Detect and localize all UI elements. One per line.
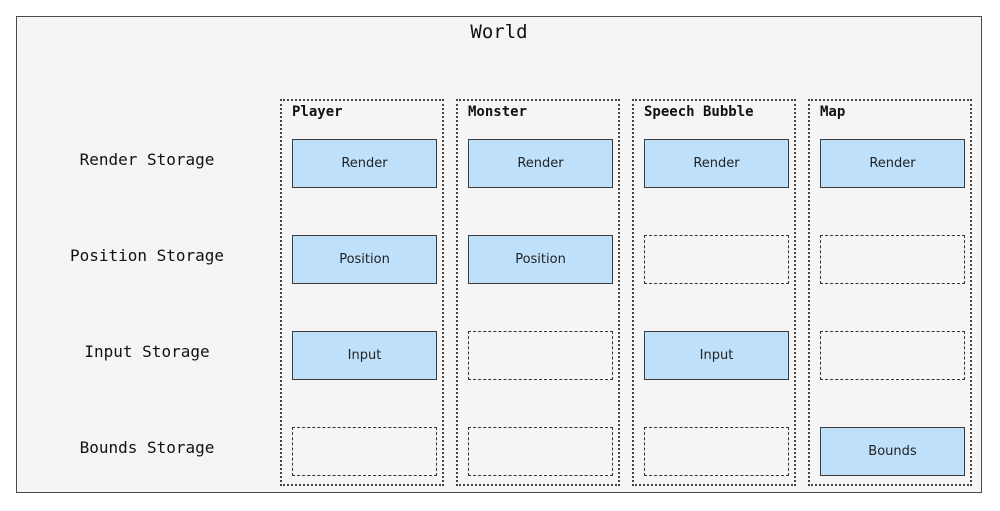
component-slot-bounds-empty [644,427,789,476]
component-slot-bounds-empty [468,427,613,476]
component-slot-input-empty [820,331,965,380]
row-label-position-storage: Position Storage [69,246,225,265]
component-slot-bounds: Bounds [820,427,965,476]
component-slot-position: Position [292,235,437,284]
component-slot-input: Input [292,331,437,380]
component-slot-bounds-empty [292,427,437,476]
entity-name: Speech Bubble [644,104,754,120]
component-slot-input: Input [644,331,789,380]
entity-column-player: Player Render Position Input [280,99,444,486]
entity-column-map: Map Render Bounds [808,99,972,486]
component-slot-position: Position [468,235,613,284]
row-label-bounds-storage: Bounds Storage [79,438,215,457]
component-slot-input-empty [468,331,613,380]
component-slot-position-empty [820,235,965,284]
entity-column-speech-bubble: Speech Bubble Render Input [632,99,796,486]
entity-name: Map [820,104,846,120]
component-slot-render: Render [820,139,965,188]
entity-column-monster: Monster Render Position [456,99,620,486]
component-slot-render: Render [468,139,613,188]
row-label-render-storage: Render Storage [79,150,215,169]
entity-name: Player [292,104,343,120]
world-container: World Render Storage Position Storage In… [16,16,982,493]
world-title: World [470,21,528,43]
component-slot-position-empty [644,235,789,284]
component-slot-render: Render [644,139,789,188]
row-label-input-storage: Input Storage [84,342,210,361]
component-slot-render: Render [292,139,437,188]
entity-name: Monster [468,104,528,120]
